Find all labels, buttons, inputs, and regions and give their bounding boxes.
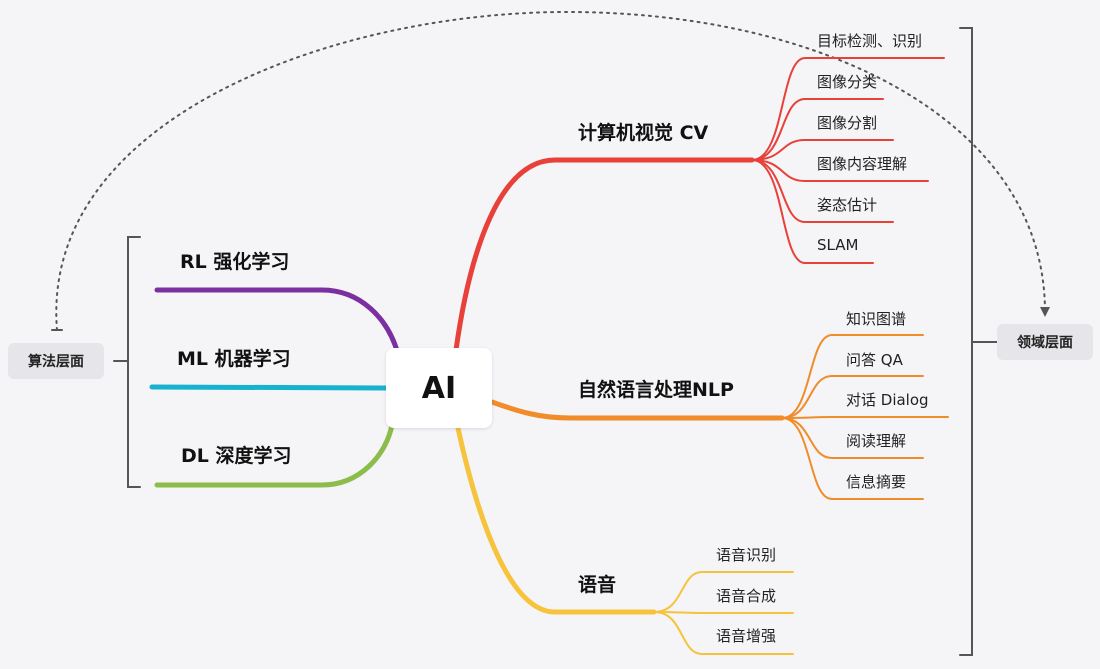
cv-leaf-line-4 [751,159,894,223]
nlp-leaf-line-0 [781,334,924,419]
branch-nlp-label[interactable]: 自然语言处理NLP [578,379,734,401]
nlp-leaf-summary[interactable]: 信息摘要 [846,473,907,491]
nlp-leaf-line-3 [781,417,924,459]
speech-leaf-line-2 [653,611,794,655]
branch-rl-label[interactable]: RL 强化学习 [180,251,290,273]
cv-leaf-slam[interactable]: SLAM [817,236,859,254]
nlp-leaf-line-1 [781,375,924,419]
cv-leaf-line-2 [751,139,894,161]
speech-leaf-line-0 [653,571,794,613]
nlp-leaf-qa[interactable]: 问答 QA [846,351,903,369]
domain-bracket [959,27,973,656]
speech-leaf-enhancement[interactable]: 语音增强 [716,627,777,645]
nlp-leaf-reading[interactable]: 阅读理解 [846,432,907,450]
speech-leaf-recognition[interactable]: 语音识别 [716,546,777,564]
cv-leaf-line-3 [751,159,929,182]
cv-leaf-pose[interactable]: 姿态估计 [817,196,878,214]
branch-cv-label[interactable]: 计算机视觉 CV [578,122,709,144]
branch-ml-label[interactable]: ML 机器学习 [177,348,291,370]
branch-speech-label[interactable]: 语音 [578,574,617,596]
cv-leaf-detection[interactable]: 目标检测、识别 [817,32,923,50]
branch-dl-label[interactable]: DL 深度学习 [181,445,292,467]
cv-leaf-line-1 [751,98,884,161]
center-node-ai[interactable]: AI [386,348,492,428]
cv-leaf-segmentation[interactable]: 图像分割 [817,114,878,132]
cv-leaf-classification[interactable]: 图像分类 [817,73,878,91]
algorithm-bracket [127,236,141,488]
cv-leaf-line-5 [751,159,874,264]
speech-leaf-line-1 [653,611,794,614]
algorithm-to-domain-arrow [55,10,1050,331]
cv-branch-line [453,157,755,353]
cv-leaf-understanding[interactable]: 图像内容理解 [817,155,908,173]
domain-level-tag[interactable]: 领域层面 [997,324,1093,360]
cv-leaf-line-0 [751,57,945,161]
speech-branch-line [455,425,657,615]
nlp-leaf-line-4 [781,417,924,500]
algorithm-level-tag[interactable]: 算法层面 [8,343,104,379]
nlp-branch-line [489,399,785,421]
nlp-leaf-line-2 [781,416,949,419]
nlp-leaf-knowledge-graph[interactable]: 知识图谱 [846,310,907,328]
nlp-leaf-dialog[interactable]: 对话 Dialog [846,391,929,409]
ml-branch-line [149,384,389,391]
speech-leaf-synthesis[interactable]: 语音合成 [716,587,777,605]
dl-branch-line [154,422,395,488]
rl-branch-line [154,287,401,357]
